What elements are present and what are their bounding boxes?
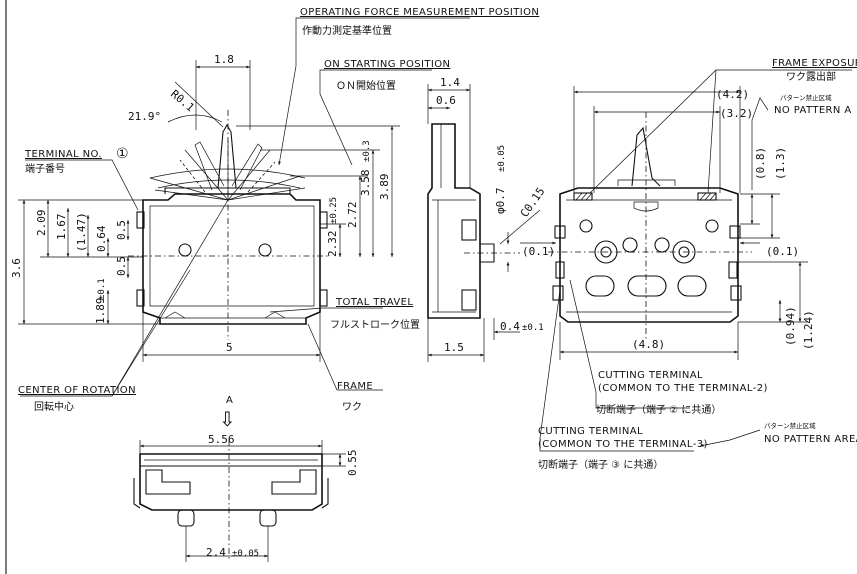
operating-force-label-jp: 作動力測定基準位置: [302, 24, 392, 37]
center-rotation-label-jp: 回転中心: [34, 400, 74, 413]
dim-2-4: 2.4: [206, 546, 226, 559]
side-view: [427, 84, 541, 362]
dim-3-89: 3.89: [378, 174, 391, 201]
dim-2-4-tol: ±0.05: [232, 549, 259, 559]
frame-exposure-label-jp: ワク露出部: [786, 70, 836, 83]
on-start-label: ON STARTING POSITION: [324, 59, 450, 70]
dim-0-1-right: (0.1): [766, 245, 799, 258]
view-a: [133, 440, 346, 562]
dim-2-72: 2.72: [346, 202, 359, 229]
cutting-terminal-2-jp: 切断端子（端子 ② に共通）: [596, 403, 721, 416]
dim-0-55: 0.55: [346, 450, 359, 477]
pattern-label-jp: パターン禁止区域: [780, 93, 832, 102]
dim-1-24: (1.24): [802, 310, 815, 350]
dim-4-2: (4.2): [716, 88, 749, 101]
cutting-terminal-3-line1: CUTTING TERMINAL: [538, 426, 643, 437]
dim-0-94: (0.94): [784, 306, 797, 346]
terminal-no-number: ①: [116, 146, 129, 162]
dim-1-4: 1.4: [440, 76, 460, 89]
dim-phi-0-7-tol: ±0.05: [497, 145, 507, 172]
frame-label-jp: ワク: [342, 401, 362, 413]
total-travel-label: TOTAL TRAVEL: [335, 297, 413, 308]
front-view: [128, 110, 330, 340]
annotation-labels: OPERATING FORCE MEASUREMENT POSITION 作動力…: [18, 7, 857, 471]
dim-1-67: 1.67: [55, 214, 68, 241]
frame-label: FRAME: [337, 381, 373, 392]
total-travel-label-jp: フルストローク位置: [330, 318, 420, 331]
dim-0-8: (0.8): [754, 147, 767, 180]
cutting-terminal-2-line2: (COMMON TO THE TERMINAL-2): [598, 383, 768, 394]
pattern-label-jp-2: パターン禁止区域: [764, 421, 816, 430]
no-pattern-area-label: NO PATTERN AREA: [764, 434, 857, 445]
dim-2-09: 2.09: [35, 210, 48, 237]
dim-4-8: (4.8): [632, 338, 665, 351]
dim-1-47: (1.47): [75, 212, 88, 252]
dim-3-58: 3.58: [359, 170, 372, 197]
dim-0-5-upper: 0.5: [115, 220, 128, 240]
dim-1-89-tol: ±0.1: [97, 278, 107, 300]
dim-0-64: 0.64: [95, 225, 108, 252]
cutting-terminal-3-line2: (COMMON TO THE TERMINAL-3): [538, 439, 708, 450]
dim-r0-1: R0.1: [168, 87, 197, 114]
center-rotation-label: CENTER OF ROTATION: [18, 385, 136, 396]
dim-0-4-tol: ±0.1: [522, 323, 544, 333]
dim-2-32: 2.32: [326, 231, 339, 258]
dim-1-5: 1.5: [444, 341, 464, 354]
dim-3-58-tol: ±0.3: [362, 140, 372, 162]
front-view-leaders: [20, 17, 470, 397]
on-start-label-jp: ＯＮ開始位置: [336, 79, 396, 92]
dim-0-6: 0.6: [436, 94, 456, 107]
frame-exposure-label: FRAME EXPOSURE PA: [772, 58, 857, 69]
dim-21-9: 21.9°: [128, 110, 161, 123]
view-a-arrow-icon: ⇩: [219, 407, 236, 431]
front-view-dimensions: [18, 60, 400, 362]
dim-0-4: 0.4: [500, 320, 520, 333]
cutting-terminal-3-jp: 切断端子（端子 ③ に共通）: [538, 458, 663, 471]
dim-5-56: 5.56: [208, 433, 235, 446]
dim-1-3: (1.3): [774, 147, 787, 180]
dim-phi-0-7: φ0.7: [494, 188, 507, 215]
dim-3-6: 3.6: [10, 258, 23, 278]
dimension-labels: 1.8 R0.1 21.9° 2.09 1.67 (1.47) 0.64 0.5…: [10, 53, 815, 559]
terminal-no-label: TERMINAL NO.: [24, 149, 102, 160]
no-pattern-label: NO PATTERN A: [774, 105, 852, 116]
dim-0-5-lower: 0.5: [115, 256, 128, 276]
dim-1-89: 1.89: [94, 298, 107, 325]
dim-3-2: (3.2): [720, 107, 753, 120]
bottom-view: [520, 69, 852, 452]
dim-c0-15: C0.15: [518, 185, 548, 220]
dim-0-1-left: (0.1): [522, 245, 555, 258]
dim-2-32-tol: ±0.25: [329, 197, 339, 224]
dim-1-8: 1.8: [214, 53, 234, 66]
view-a-letter: A: [226, 395, 233, 406]
cutting-terminal-2-line1: CUTTING TERMINAL: [598, 370, 703, 381]
dim-5: 5: [226, 341, 233, 354]
terminal-no-label-jp: 端子番号: [25, 162, 65, 175]
operating-force-label: OPERATING FORCE MEASUREMENT POSITION: [300, 7, 539, 18]
